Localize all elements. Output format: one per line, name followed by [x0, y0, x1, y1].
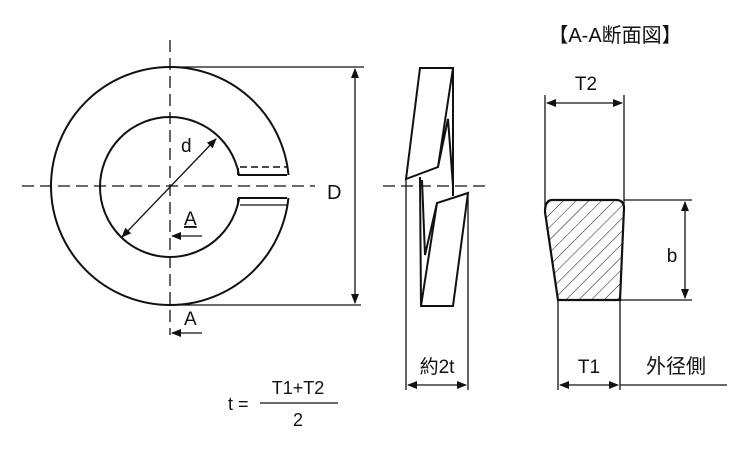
- outer-side-label: 外径側: [646, 355, 706, 378]
- slot: [237, 168, 287, 205]
- formula-numerator: T1+T2: [272, 378, 325, 398]
- formula-lhs: t =: [228, 394, 249, 414]
- section-title: 【A-A断面図】: [548, 24, 681, 47]
- t1-label: T1: [578, 357, 600, 378]
- section-view: 【A-A断面図】 T2 b T1 外径側: [543, 24, 727, 390]
- b-label: b: [667, 246, 678, 267]
- t2-label: T2: [575, 74, 597, 95]
- front-view: d D A A: [22, 40, 364, 337]
- upper-coil: [404, 67, 455, 196]
- d-dimension-line: [121, 138, 217, 238]
- formula-denominator: 2: [293, 410, 303, 430]
- section-mark-bottom: A: [184, 309, 197, 330]
- cross-section: [543, 198, 626, 302]
- D-label: D: [327, 182, 341, 204]
- section-mark-top: A: [184, 209, 197, 230]
- lower-coil: [419, 176, 470, 307]
- thickness-formula: t = T1+T2 2: [228, 378, 338, 430]
- d-label: d: [181, 136, 192, 157]
- side-view: 約2t: [383, 67, 488, 390]
- thickness-label: 約2t: [420, 356, 456, 378]
